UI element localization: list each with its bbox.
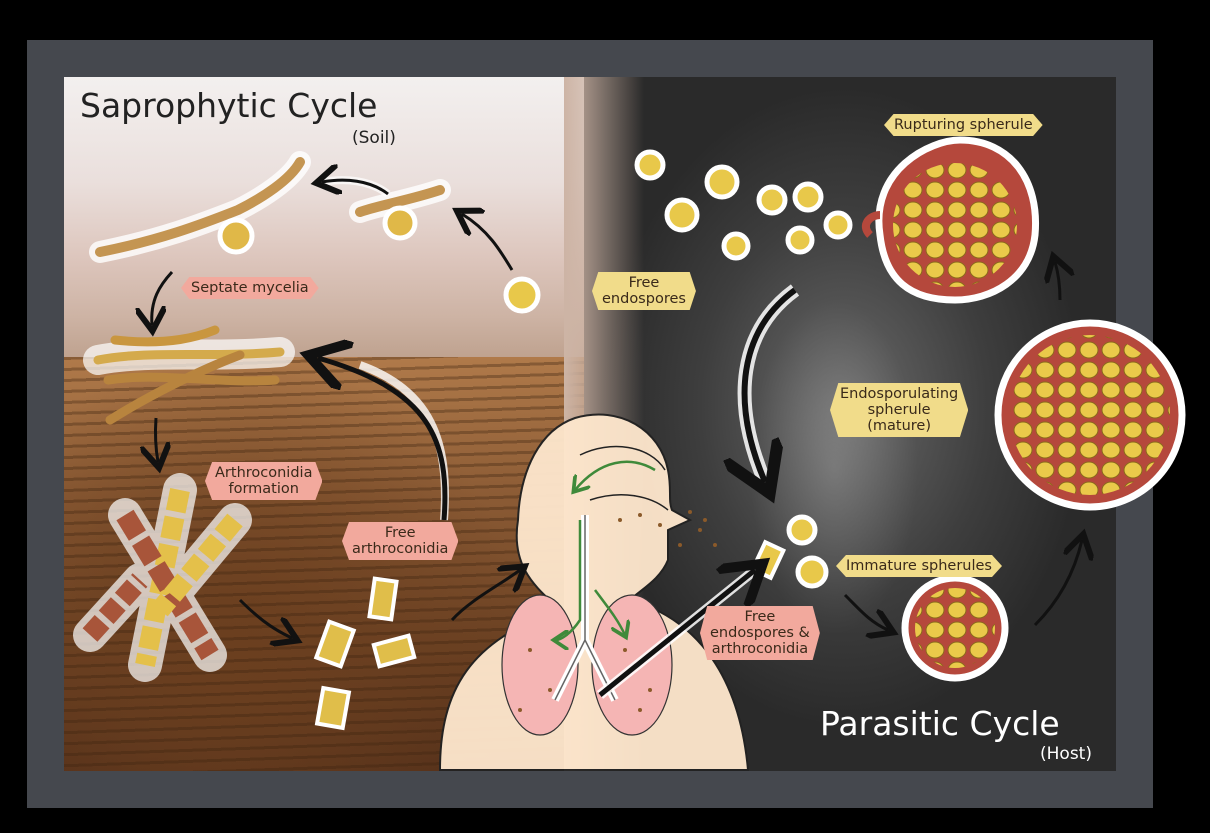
- label-text: arthroconidia: [352, 541, 448, 557]
- label-text: Free: [602, 275, 686, 291]
- label-septate-mycelia: Septate mycelia: [181, 277, 319, 299]
- label-text: arthroconidia: [710, 641, 810, 657]
- label-free-endospores-arthroconidia: Free endospores & arthroconidia: [700, 606, 820, 660]
- label-immature-spherules: Immature spherules: [836, 555, 1002, 577]
- free-arthroconidia-illustration: [316, 579, 414, 728]
- saprophytic-cycle-subtitle: (Soil): [352, 128, 396, 148]
- label-text: Septate mycelia: [191, 280, 309, 296]
- label-text: Endosporulating: [840, 386, 958, 402]
- label-text: (mature): [840, 418, 958, 434]
- parasitic-cycle-title: Parasitic Cycle: [820, 704, 1060, 743]
- label-free-arthroconidia: Free arthroconidia: [342, 522, 458, 560]
- label-rupturing-spherule: Rupturing spherule: [884, 114, 1043, 136]
- label-text: Arthroconidia: [215, 465, 312, 481]
- free-endospores-illustration: [637, 152, 850, 258]
- arthroconidia-formation-illustration: [90, 490, 235, 665]
- label-text: Free: [710, 609, 810, 625]
- germinating-hypha-small: [360, 190, 440, 238]
- immature-spherules-small: [753, 517, 826, 586]
- immature-spherule-illustration: [905, 578, 1005, 678]
- label-text: endospores: [602, 291, 686, 307]
- label-free-endospores: Free endospores: [592, 272, 696, 310]
- single-spore: [506, 279, 538, 311]
- label-text: Free: [352, 525, 448, 541]
- label-arthroconidia-formation: Arthroconidia formation: [205, 462, 322, 500]
- label-text: Rupturing spherule: [894, 117, 1033, 133]
- label-text: formation: [215, 481, 312, 497]
- parasitic-cycle-subtitle: (Host): [1040, 744, 1092, 764]
- saprophytic-cycle-title: Saprophytic Cycle: [80, 86, 377, 125]
- label-text: endospores &: [710, 625, 810, 641]
- septate-mycelia-illustration: [98, 330, 280, 420]
- label-text: spherule: [840, 402, 958, 418]
- label-text: Immature spherules: [846, 558, 992, 574]
- germinating-hypha-large: [100, 162, 300, 252]
- mature-spherule-illustration: [998, 323, 1182, 507]
- label-endosporulating-spherule: Endosporulating spherule (mature): [830, 383, 968, 437]
- rupturing-spherule-illustration: [866, 140, 1036, 300]
